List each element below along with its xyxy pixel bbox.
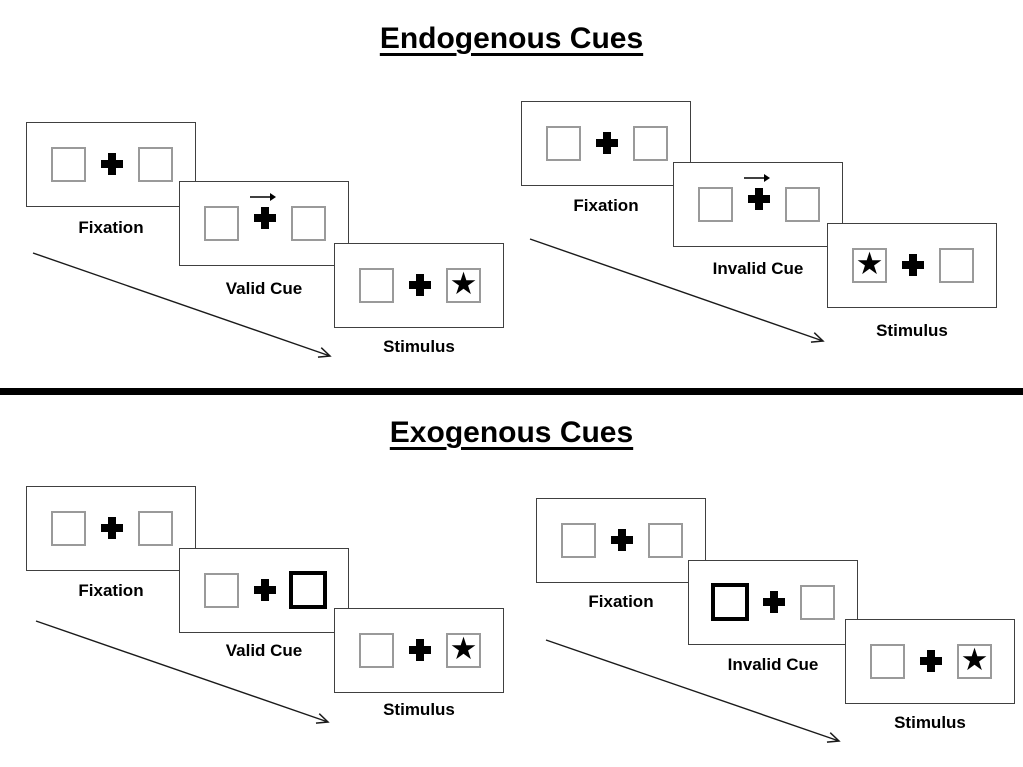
fixation-cross-icon [611,529,633,551]
left-placeholder-box [546,126,581,161]
left-placeholder-box [870,644,905,679]
right-placeholder-box [138,511,173,546]
left-placeholder-box [204,573,239,608]
fixation-cross-icon [254,579,276,601]
step-label: Fixation [78,581,144,600]
step-label: Fixation [78,218,144,237]
exogenous-section-title: Exogenous Cues [0,416,1023,450]
star-target-icon: ★ [449,630,478,667]
stimulus-screen: ★ [334,608,504,693]
fixation-screen [26,122,196,207]
star-target-icon: ★ [855,245,884,282]
fixation-cross-icon [920,650,942,672]
exogenous-valid-time-arrow [35,620,330,724]
step-label: Valid Cue [225,279,303,298]
step-label: Stimulus [383,700,455,719]
cue-arrow-icon [744,174,770,182]
step-label: Fixation [573,196,639,215]
right-target-box: ★ [446,268,481,303]
left-placeholder-box [51,147,86,182]
exogenous-title-text: Exogenous Cues [389,416,634,449]
cue-arrow-icon [250,193,276,201]
step-label: Valid Cue [225,641,303,660]
stimulus-screen: ★ [334,243,504,328]
stimulus-screen: ★ [845,619,1015,704]
left-placeholder-box [698,187,733,222]
valid-cue-screen [179,548,349,633]
fixation-cross-icon [101,153,123,175]
step-label: Stimulus [894,713,966,732]
right-placeholder-box [291,206,326,241]
step-label: Stimulus [876,321,948,340]
endogenous-title-text: Endogenous Cues [379,22,644,55]
fixation-screen [521,101,691,186]
right-placeholder-box [939,248,974,283]
fixation-screen [26,486,196,571]
fixation-cross-icon [763,591,785,613]
right-placeholder-box [800,585,835,620]
right-placeholder-box [785,187,820,222]
fixation-cross-icon [254,207,276,229]
stimulus-screen: ★ [827,223,997,308]
valid-cue-screen [179,181,349,266]
step-label: Stimulus [383,337,455,356]
fixation-cross-icon [101,517,123,539]
fixation-cross-icon [596,132,618,154]
left-highlighted-cue-box [711,583,749,621]
fixation-screen [536,498,706,583]
fixation-cross-icon [748,188,770,210]
left-placeholder-box [561,523,596,558]
endogenous-invalid-time-arrow [529,238,825,343]
fixation-cross-icon [902,254,924,276]
endogenous-valid-time-arrow [32,252,332,358]
fixation-cross-icon [409,274,431,296]
right-placeholder-box [648,523,683,558]
fixation-cross-icon [409,639,431,661]
right-placeholder-box [633,126,668,161]
left-target-box: ★ [852,248,887,283]
star-target-icon: ★ [449,265,478,302]
invalid-cue-screen [688,560,858,645]
right-target-box: ★ [957,644,992,679]
left-placeholder-box [51,511,86,546]
step-label: Invalid Cue [727,655,819,674]
left-placeholder-box [204,206,239,241]
right-target-box: ★ [446,633,481,668]
invalid-cue-screen [673,162,843,247]
star-target-icon: ★ [960,641,989,678]
step-label: Fixation [588,592,654,611]
right-highlighted-cue-box [289,571,327,609]
endogenous-section-title: Endogenous Cues [0,22,1023,56]
left-placeholder-box [359,633,394,668]
left-placeholder-box [359,268,394,303]
right-placeholder-box [138,147,173,182]
step-label: Invalid Cue [712,259,804,278]
section-divider [0,388,1023,395]
